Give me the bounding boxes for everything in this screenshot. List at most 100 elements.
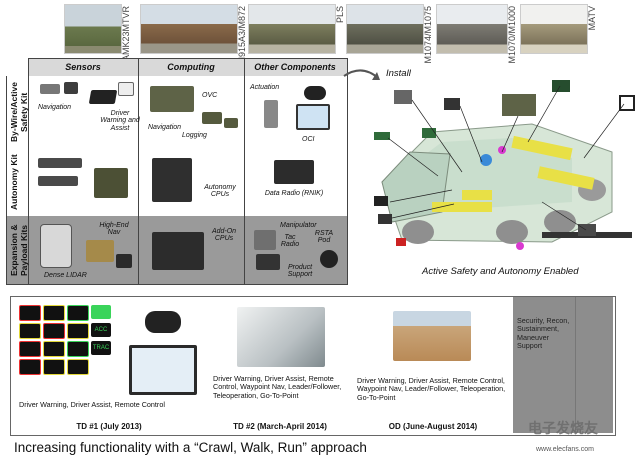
timeline-col-td2: Driver Warning, Driver Assist, Remote Co… xyxy=(207,297,354,433)
future-capabilities: Security, Recon, Sustainment, Maneuver S… xyxy=(517,316,570,350)
data-radio-icon xyxy=(274,160,314,184)
vehicle-label-1: AMK23MTVR xyxy=(121,6,131,62)
matrix-divider-2 xyxy=(244,58,245,284)
cell-label-rsta-pod: RSTA Pod xyxy=(314,230,334,245)
add-on-cpu-icon xyxy=(152,232,204,270)
warning-icon-14 xyxy=(43,359,65,375)
future-inner-divider xyxy=(575,297,576,433)
matrix-divider-label xyxy=(28,76,29,284)
autonomy-sensor-box-icon xyxy=(94,168,128,198)
warning-icon-4 xyxy=(91,305,111,319)
ovc-computer-icon xyxy=(150,86,194,112)
cell-label-data-radio: Data Radio (RNIK) xyxy=(264,190,324,197)
radar-unit-icon xyxy=(88,90,118,104)
vehicle-photo-3 xyxy=(248,4,336,54)
nav-sensor-icon xyxy=(64,82,78,94)
td2-title: TD #2 (March-April 2014) xyxy=(233,422,327,431)
sensor-cluster-icon-2 xyxy=(38,176,78,186)
warning-icon-9 xyxy=(19,341,41,357)
dense-lidar-icon xyxy=(40,224,72,268)
autonomy-cpu-icon xyxy=(152,158,192,202)
cell-label-oci: OCI xyxy=(302,136,315,143)
vehicle-label-2: M915A3/M872 xyxy=(237,6,247,65)
warning-icon-1 xyxy=(19,305,41,321)
diagram-caption: Active Safety and Autonomy Enabled xyxy=(422,266,579,277)
od-title: OD (June-August 2014) xyxy=(388,422,478,431)
gps-antenna-icon xyxy=(40,84,60,94)
vehicle-photo-5 xyxy=(436,4,508,54)
cell-label-driver-warning: Driver Warning and Assist xyxy=(100,110,140,132)
cell-label-navigation-computing: Navigation xyxy=(148,124,182,131)
camera-icon xyxy=(118,82,134,96)
logging-unit-icon xyxy=(202,112,222,124)
watermark-url: www.elecfans.com xyxy=(536,446,594,453)
warning-icon-5 xyxy=(19,323,41,339)
col-header-computing: Computing xyxy=(167,62,215,72)
warning-icon-7 xyxy=(67,323,89,339)
cell-label-navigation: Navigation xyxy=(38,104,72,111)
row-label-safety: By-Wire/Active Safety Kit xyxy=(9,82,29,142)
warning-icon-3 xyxy=(67,305,89,321)
install-label: Install xyxy=(386,68,411,79)
cell-label-actuation: Actuation xyxy=(250,84,280,91)
td1-capabilities: Driver Warning, Driver Assist, Remote Co… xyxy=(19,400,165,409)
cell-label-manipulator: Manipulator xyxy=(280,222,317,229)
cell-label-dense-lidar: Dense LIDAR xyxy=(44,272,87,279)
manipulator-icon xyxy=(254,230,276,250)
cell-label-autonomy-cpus: Autonomy CPUs xyxy=(204,184,236,199)
row-label-expansion: Expansion & Payload Kits xyxy=(9,224,29,276)
timeline-panel xyxy=(10,296,616,436)
warning-icon-15 xyxy=(67,359,89,375)
col-header-other: Other Components xyxy=(254,62,336,72)
vehicle-label-3: PLS xyxy=(335,6,345,24)
install-arrow xyxy=(343,69,380,80)
cell-label-high-end-nav: High-End Nav xyxy=(99,222,129,237)
small-sensor-icon xyxy=(116,254,132,268)
td2-capabilities: Driver Warning, Driver Assist, Remote Co… xyxy=(213,374,342,400)
warning-icon-6 xyxy=(43,323,65,339)
timeline-col-od: Driver Warning, Driver Assist, Remote Co… xyxy=(353,297,514,433)
convoy-desert-photo xyxy=(393,311,471,361)
cell-label-tac-radio: Tac Radio xyxy=(280,234,300,249)
rsta-pod-icon xyxy=(320,250,338,268)
timeline-col-td1: ACC TRAC Driver Warning, Driver Assist, … xyxy=(11,297,208,433)
vehicle-3d-diagram xyxy=(374,80,635,250)
trac-icon: TRAC xyxy=(91,341,111,355)
cell-label-ovc: OVC xyxy=(202,92,218,99)
footer-text: Increasing functionality with a “Crawl, … xyxy=(14,440,367,455)
laptop-icon xyxy=(256,254,280,270)
gamepad-controller-icon xyxy=(145,311,181,333)
vehicle-label-6: MATV xyxy=(587,6,597,31)
row-label-autonomy: Autonomy Kit xyxy=(9,154,19,210)
warning-icon-11 xyxy=(67,341,89,357)
vehicle-photo-2 xyxy=(140,4,238,54)
col-header-sensors: Sensors xyxy=(65,62,101,72)
td1-title: TD #1 (July 2013) xyxy=(76,422,142,431)
cell-label-product-support: Product Support xyxy=(287,264,313,279)
od-capabilities: Driver Warning, Driver Assist, Remote Co… xyxy=(357,376,506,402)
watermark-text: 电子发烧友 xyxy=(528,420,598,436)
dashboard-warning-icons: ACC TRAC xyxy=(19,305,119,395)
vehicle-photo-6 xyxy=(520,4,588,54)
acc-icon: ACC xyxy=(91,323,111,337)
vehicle-label-5: M1070/M1000 xyxy=(507,6,517,64)
vehicle-label-4: M1074/M1075 xyxy=(423,6,433,64)
timeline-col-future: Security, Recon, Sustainment, Maneuver S… xyxy=(513,297,613,433)
vehicle-photo-1 xyxy=(64,4,122,54)
tablet-display-icon xyxy=(129,345,197,395)
snow-road-photo xyxy=(237,307,325,367)
tablet-oci-icon xyxy=(296,104,330,130)
cell-label-add-on-cpus: Add-On CPUs xyxy=(211,228,237,243)
warning-icon-10 xyxy=(43,341,65,357)
small-box-icon xyxy=(224,118,238,128)
cell-label-logging: Logging xyxy=(182,132,207,139)
actuator-icon xyxy=(264,100,278,128)
nav-unit-icon xyxy=(86,240,114,262)
vehicle-photo-4 xyxy=(346,4,424,54)
warning-icon-2 xyxy=(43,305,65,321)
gamepad-icon xyxy=(304,86,326,100)
matrix-divider-1 xyxy=(138,58,139,284)
kit-matrix: Sensors Computing Other Components By-Wi… xyxy=(6,58,348,285)
sensor-cluster-icon xyxy=(38,158,82,168)
warning-icon-13 xyxy=(19,359,41,375)
